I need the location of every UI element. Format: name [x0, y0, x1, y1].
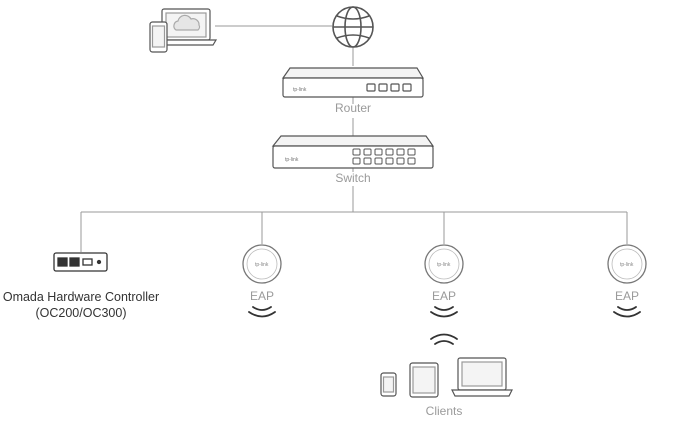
svg-text:tp-link: tp-link [293, 87, 307, 93]
wifi-icon [430, 306, 458, 318]
switch-label: Switch [335, 171, 371, 185]
tablet-icon [409, 362, 439, 398]
eap-icon: tp-link [242, 244, 282, 284]
laptop-icon [451, 357, 513, 397]
controller-icon [53, 252, 108, 272]
wifi-icon [613, 306, 641, 318]
globe-icon [332, 6, 374, 48]
svg-text:tp-link: tp-link [620, 262, 634, 268]
eap1-label: EAP [249, 289, 274, 303]
wifi-icon [430, 333, 458, 345]
svg-text:tp-link: tp-link [437, 262, 451, 268]
controller-label-line1: Omada Hardware Controller [2, 290, 160, 304]
phone-icon [149, 21, 168, 53]
switch-icon: tp-link [271, 135, 435, 169]
svg-text:tp-link: tp-link [255, 262, 269, 268]
cloud-laptop-icon [154, 8, 218, 46]
wifi-icon [248, 306, 276, 318]
controller-label-line2: (OC200/OC300) [35, 306, 127, 320]
router-icon: tp-link [281, 67, 425, 98]
eap2-label: EAP [431, 289, 456, 303]
eap3-label: EAP [614, 289, 639, 303]
clients-label: Clients [425, 404, 463, 418]
phone-icon [380, 372, 397, 397]
eap-icon: tp-link [607, 244, 647, 284]
router-label: Router [334, 101, 372, 115]
svg-text:tp-link: tp-link [285, 157, 299, 163]
connection-lines [80, 25, 628, 252]
eap-icon: tp-link [424, 244, 464, 284]
